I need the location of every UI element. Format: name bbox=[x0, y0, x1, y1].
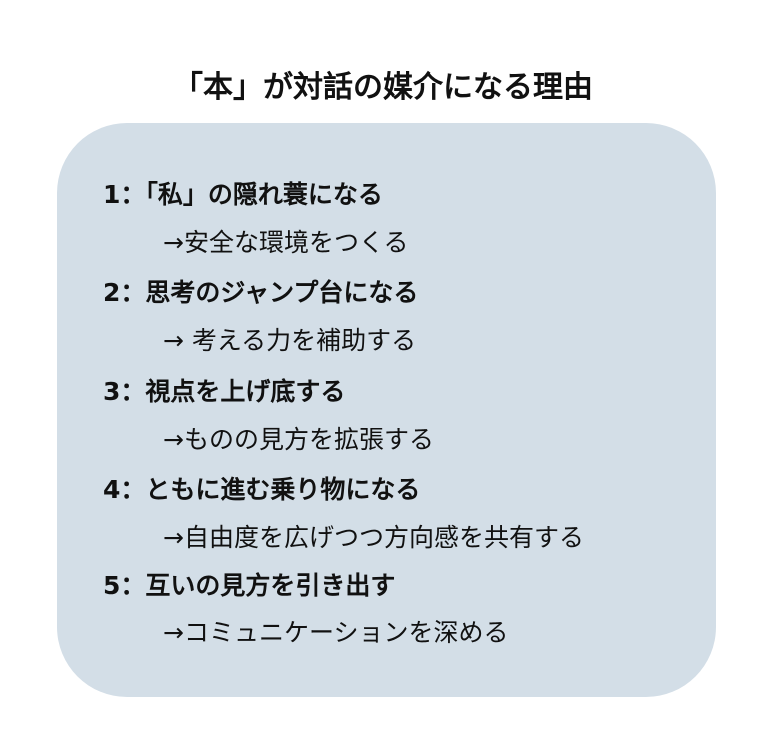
reason-heading: 3：視点を上げ底する bbox=[103, 377, 346, 406]
reason-detail: →安全な環境をつくる bbox=[163, 228, 409, 257]
reason-detail: → 考える力を補助する bbox=[163, 326, 417, 355]
reason-heading: 5：互いの見方を引き出す bbox=[103, 571, 396, 600]
page-title: 「本」が対話の媒介になる理由 bbox=[173, 70, 593, 105]
reason-detail: →自由度を広げつつ方向感を共有する bbox=[163, 523, 584, 552]
reasons-card: 1：「私」の隠れ蓑になる →安全な環境をつくる 2：思考のジャンプ台になる → … bbox=[57, 123, 716, 697]
reason-heading: 2：思考のジャンプ台になる bbox=[103, 278, 419, 307]
reason-detail: →コミュニケーションを深める bbox=[163, 618, 509, 647]
reason-heading: 4：ともに進む乗り物になる bbox=[103, 475, 421, 504]
reason-heading: 1：「私」の隠れ蓑になる bbox=[103, 180, 383, 209]
reason-detail: →ものの見方を拡張する bbox=[163, 425, 434, 454]
